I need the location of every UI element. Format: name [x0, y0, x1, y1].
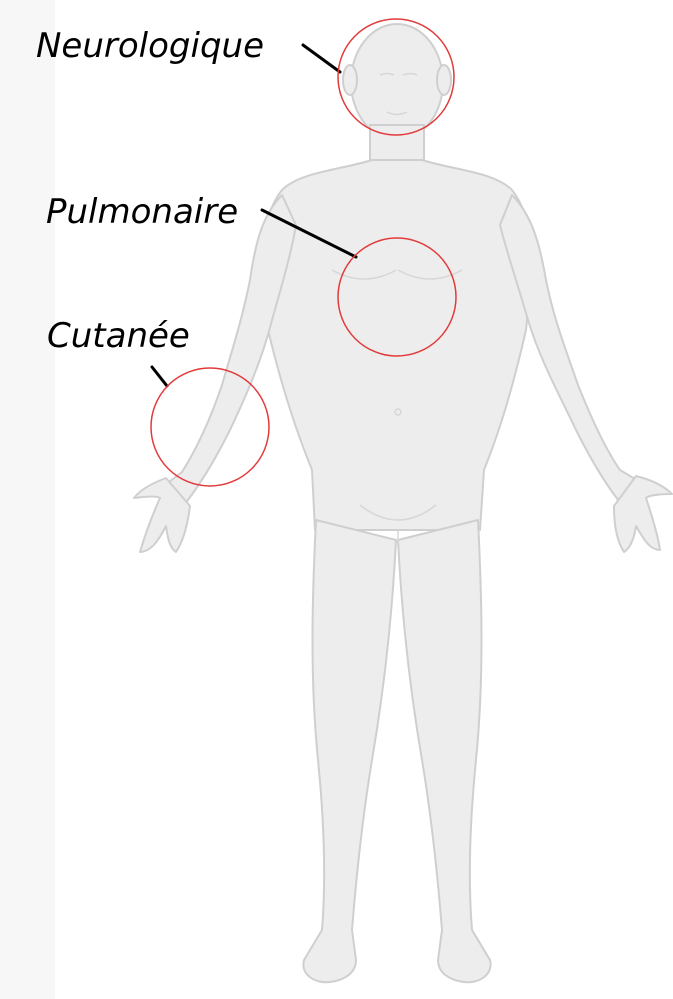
torso: [262, 160, 532, 530]
head: [351, 24, 443, 140]
label-neurological: Neurologique: [36, 26, 264, 66]
human-body-figure: [134, 24, 672, 982]
left-ear: [343, 65, 357, 95]
left-leg: [303, 520, 396, 982]
label-cutaneous: Cutanée: [47, 316, 190, 356]
label-pulmonary: Pulmonaire: [46, 192, 238, 232]
leader-line-cutaneous: [152, 367, 167, 386]
right-leg: [398, 520, 491, 982]
leader-line-neurological: [303, 45, 340, 72]
right-ear: [437, 65, 451, 95]
